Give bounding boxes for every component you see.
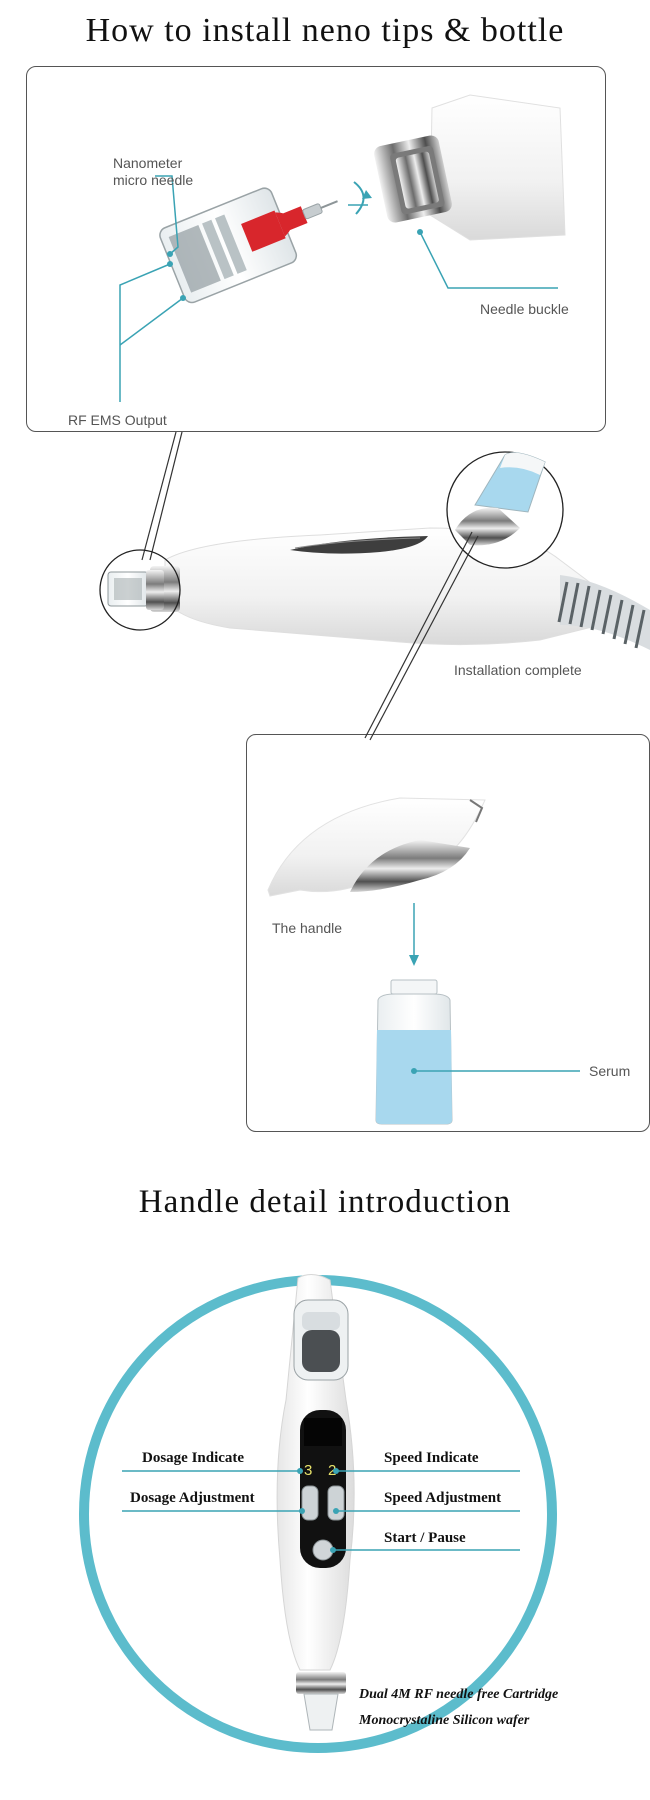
page-title: How to install neno tips & bottle xyxy=(85,12,565,49)
start-pause-label: Start / Pause xyxy=(384,1530,466,1546)
rf-ems-output-label: RF EMS Output xyxy=(68,412,167,428)
handpiece-full xyxy=(150,506,650,650)
cartridge-label-line2: Monocrystaline Silicon wafer xyxy=(359,1713,530,1728)
tip-detail-circle xyxy=(99,549,181,631)
speed-indicate-label: Speed Indicate xyxy=(384,1450,479,1466)
handle-device: 3 2 xyxy=(276,1274,355,1731)
rotate-arrow-icon xyxy=(353,181,365,215)
needle-buckle-label: Needle buckle xyxy=(480,301,569,317)
dosage-adjustment-label: Dosage Adjustment xyxy=(130,1490,255,1506)
the-handle-label: The handle xyxy=(272,920,343,936)
nanometer-micro-needle-label: Nanometer micro needle xyxy=(113,155,194,188)
needle-cartridge xyxy=(159,187,338,304)
speed-adjustment-label: Speed Adjustment xyxy=(384,1490,502,1506)
handpiece-head xyxy=(374,94,566,241)
serum-bottle xyxy=(375,979,453,1125)
speed-digit: 2 xyxy=(328,1462,336,1479)
section-title: Handle detail introduction xyxy=(138,1184,512,1220)
handle-part xyxy=(267,797,486,897)
dosage-digit: 3 xyxy=(304,1462,312,1479)
installation-complete-label: Installation complete xyxy=(454,662,582,678)
cartridge-label-line1: Dual 4M RF needle free Cartridge xyxy=(359,1687,559,1702)
serum-label: Serum xyxy=(589,1063,631,1079)
dosage-indicate-label: Dosage Indicate xyxy=(142,1450,245,1466)
